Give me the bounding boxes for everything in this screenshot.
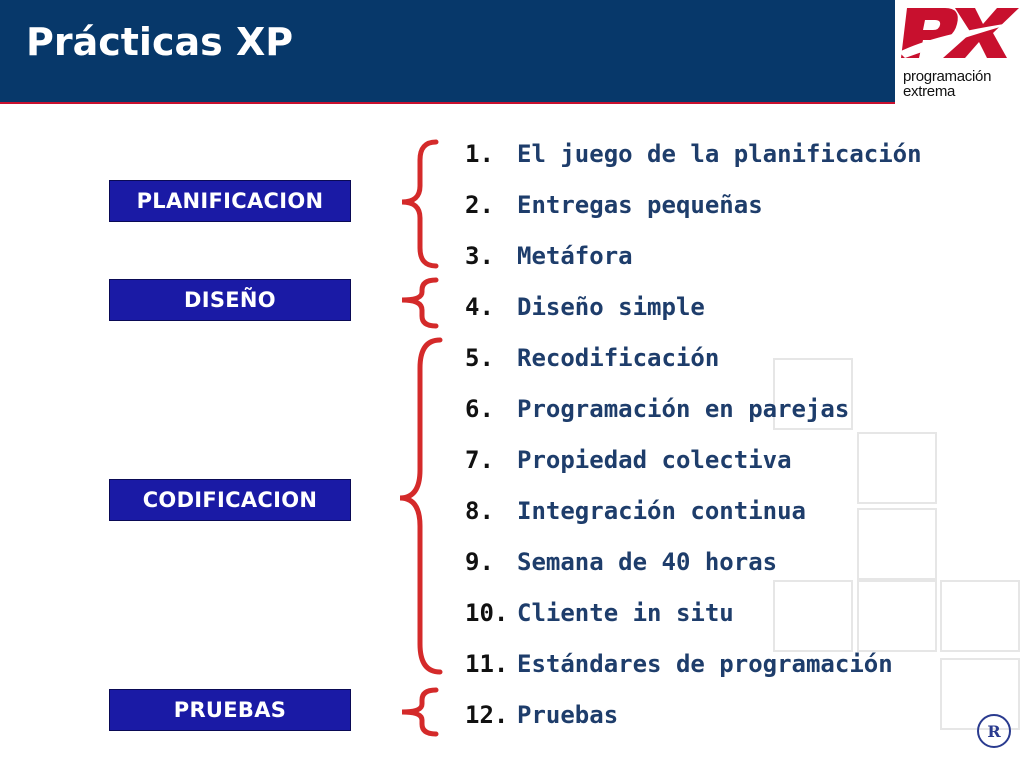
practice-number: 2. bbox=[465, 191, 494, 219]
brace-planificacion bbox=[401, 139, 439, 269]
logo-text-line1: programación bbox=[903, 68, 992, 85]
practice-item: 3. Metáfora bbox=[465, 242, 633, 278]
practice-item: 12. Pruebas bbox=[465, 701, 618, 737]
brace-diseno bbox=[401, 277, 439, 329]
practice-number: 5. bbox=[465, 344, 494, 372]
practice-item: 2. Entregas pequeñas bbox=[465, 191, 763, 227]
practice-number: 4. bbox=[465, 293, 494, 321]
decorative-square bbox=[773, 358, 853, 430]
practice-number: 8. bbox=[465, 497, 494, 525]
practice-label: Diseño simple bbox=[517, 293, 705, 321]
practice-label: Semana de 40 horas bbox=[517, 548, 778, 576]
practice-number: 1. bbox=[465, 140, 494, 168]
decorative-square bbox=[940, 580, 1020, 652]
practice-number: 12. bbox=[465, 701, 509, 729]
practice-label: Propiedad colectiva bbox=[517, 446, 792, 474]
slide-header: Prácticas XP bbox=[0, 0, 1024, 102]
practice-item: 8. Integración continua bbox=[465, 497, 806, 533]
category-planificacion: PLANIFICACION bbox=[109, 180, 351, 222]
registered-seal-icon: R bbox=[977, 714, 1011, 748]
brace-pruebas bbox=[401, 687, 439, 737]
logo-text-line2: extrema bbox=[903, 83, 956, 100]
decorative-square bbox=[857, 580, 937, 652]
practice-number: 3. bbox=[465, 242, 494, 270]
px-logo-icon bbox=[899, 8, 1019, 58]
practice-item: 9. Semana de 40 horas bbox=[465, 548, 777, 584]
header-divider bbox=[0, 102, 1024, 104]
practice-label: Integración continua bbox=[517, 497, 806, 525]
decorative-square bbox=[773, 580, 853, 652]
practice-item: 5. Recodificación bbox=[465, 344, 719, 380]
grouping-braces bbox=[399, 139, 443, 737]
practice-label: Estándares de programación bbox=[517, 650, 893, 678]
practice-item: 7. Propiedad colectiva bbox=[465, 446, 792, 482]
slide-title: Prácticas XP bbox=[26, 20, 294, 64]
practice-number: 9. bbox=[465, 548, 494, 576]
practice-number: 7. bbox=[465, 446, 494, 474]
practice-number: 6. bbox=[465, 395, 494, 423]
category-pruebas: PRUEBAS bbox=[109, 689, 351, 731]
practice-item: 1. El juego de la planificación bbox=[465, 140, 922, 176]
practice-label: Entregas pequeñas bbox=[517, 191, 763, 219]
px-logo: programación extrema bbox=[895, 0, 1024, 104]
decorative-square bbox=[857, 432, 937, 504]
practice-label: Recodificación bbox=[517, 344, 720, 372]
category-codificacion: CODIFICACION bbox=[109, 479, 351, 521]
practice-label: Pruebas bbox=[517, 701, 619, 729]
practice-label: El juego de la planificación bbox=[517, 140, 922, 168]
practice-item: 6. Programación en parejas bbox=[465, 395, 849, 431]
practice-label: Cliente in situ bbox=[517, 599, 734, 627]
practice-label: Programación en parejas bbox=[517, 395, 850, 423]
practice-number: 10. bbox=[465, 599, 509, 627]
brace-codificacion bbox=[399, 337, 443, 675]
decorative-square bbox=[857, 508, 937, 580]
practice-label: Metáfora bbox=[517, 242, 633, 270]
practice-item: 4. Diseño simple bbox=[465, 293, 705, 329]
practice-item: 11. Estándares de programación bbox=[465, 650, 893, 686]
practice-number: 11. bbox=[465, 650, 509, 678]
practice-item: 10. Cliente in situ bbox=[465, 599, 734, 635]
category-diseno: DISEÑO bbox=[109, 279, 351, 321]
